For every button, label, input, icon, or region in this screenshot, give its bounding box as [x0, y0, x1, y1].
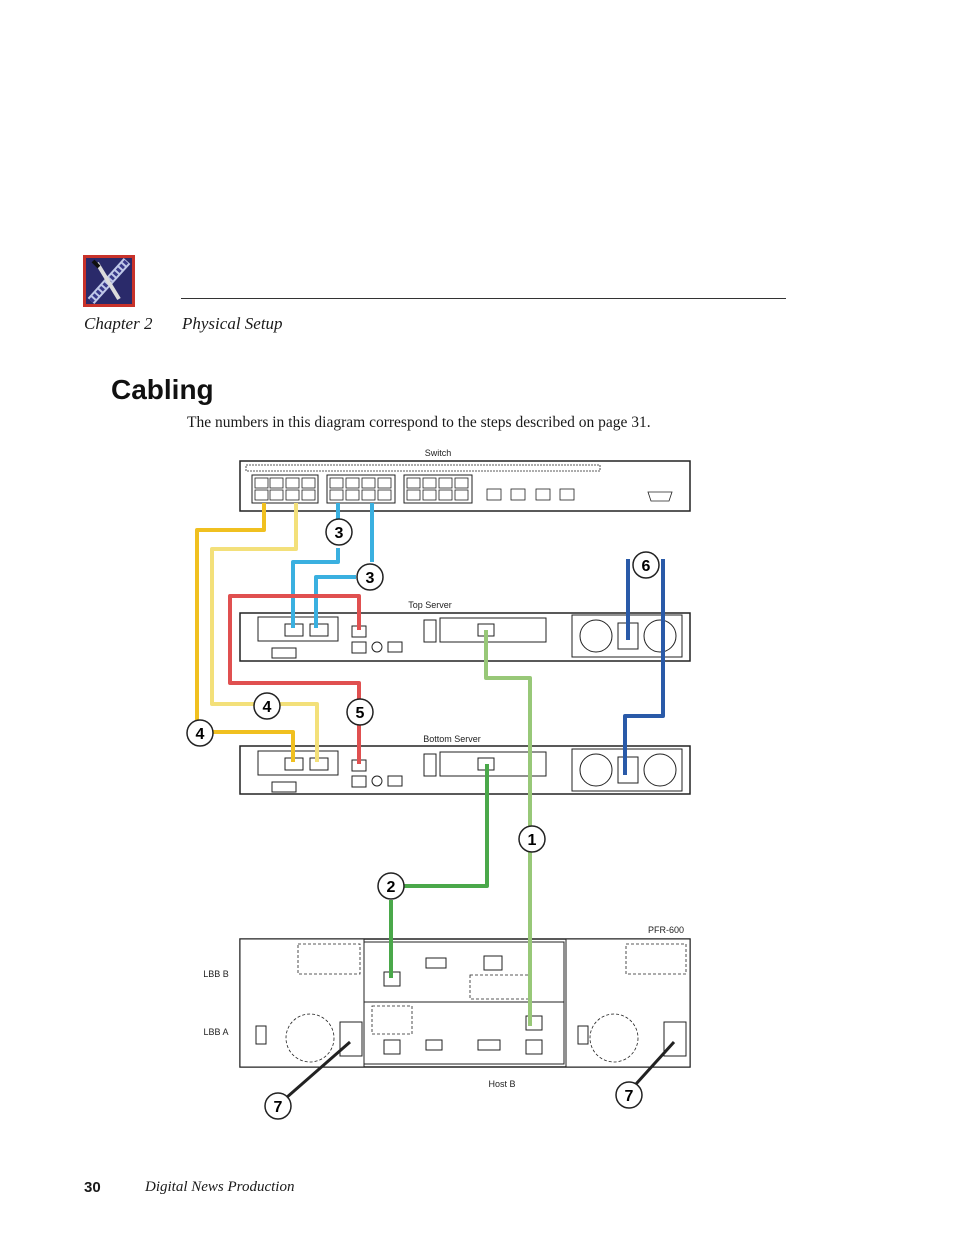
- cable-7b-power: [634, 1040, 676, 1086]
- svg-text:5: 5: [356, 705, 365, 722]
- cables: [195, 503, 676, 1100]
- top-server-device: Top Server: [239, 600, 691, 662]
- cable-2-green: [389, 764, 489, 978]
- switch-device: Switch: [239, 448, 691, 512]
- svg-text:6: 6: [642, 558, 651, 575]
- bottom-server-device: Bottom Server: [239, 734, 691, 795]
- cable-6b-dark-blue: [623, 559, 665, 775]
- header-rule: [181, 298, 786, 299]
- callout-4a: 4: [253, 692, 281, 720]
- svg-text:4: 4: [263, 699, 272, 716]
- cable-3b-light-blue: [314, 503, 374, 628]
- film-strip-knife-logo-icon: [83, 255, 135, 307]
- callout-3b: 3: [356, 563, 384, 591]
- chapter-heading: Chapter 2 Physical Setup: [84, 314, 283, 334]
- cable-5-red: [228, 594, 361, 764]
- callouts: 1 2 3 3 4 4 5 6 7 7: [186, 518, 660, 1120]
- svg-text:3: 3: [335, 525, 344, 542]
- book-title: Digital News Production: [145, 1179, 295, 1195]
- pfr-600-device: PFR-600 LBB B LBB A Host B: [203, 925, 691, 1089]
- cable-7a-power: [285, 1040, 351, 1100]
- top-server-label: Top Server: [408, 600, 452, 610]
- svg-text:7: 7: [625, 1088, 634, 1105]
- svg-text:7: 7: [274, 1099, 283, 1116]
- callout-7a: 7: [264, 1092, 292, 1120]
- svg-text:4: 4: [196, 726, 205, 743]
- bottom-server-label: Bottom Server: [423, 734, 481, 744]
- callout-5: 5: [346, 698, 374, 726]
- callout-4b: 4: [186, 719, 214, 747]
- cable-4-yellow: [195, 503, 295, 762]
- callout-1: 1: [518, 825, 546, 853]
- chapter-title: Physical Setup: [182, 314, 283, 333]
- host-b-label: Host B: [488, 1079, 515, 1089]
- pfr-label: PFR-600: [648, 925, 684, 935]
- cable-4-light-yellow: [210, 503, 319, 762]
- lbb-a-label: LBB A: [203, 1027, 228, 1037]
- switch-label: Switch: [425, 448, 452, 458]
- callout-2: 2: [377, 872, 405, 900]
- svg-text:3: 3: [366, 570, 375, 587]
- svg-text:2: 2: [387, 879, 396, 896]
- callout-3a: 3: [325, 518, 353, 546]
- callout-7b: 7: [615, 1081, 643, 1109]
- cable-1-light-green: [484, 630, 532, 1026]
- chapter-label: Chapter 2: [84, 314, 153, 333]
- page-number: 30: [84, 1179, 101, 1196]
- section-intro: The numbers in this diagram correspond t…: [187, 414, 651, 431]
- svg-text:1: 1: [528, 832, 537, 849]
- callout-6: 6: [632, 551, 660, 579]
- lbb-b-label: LBB B: [203, 969, 229, 979]
- section-title: Cabling: [111, 374, 214, 405]
